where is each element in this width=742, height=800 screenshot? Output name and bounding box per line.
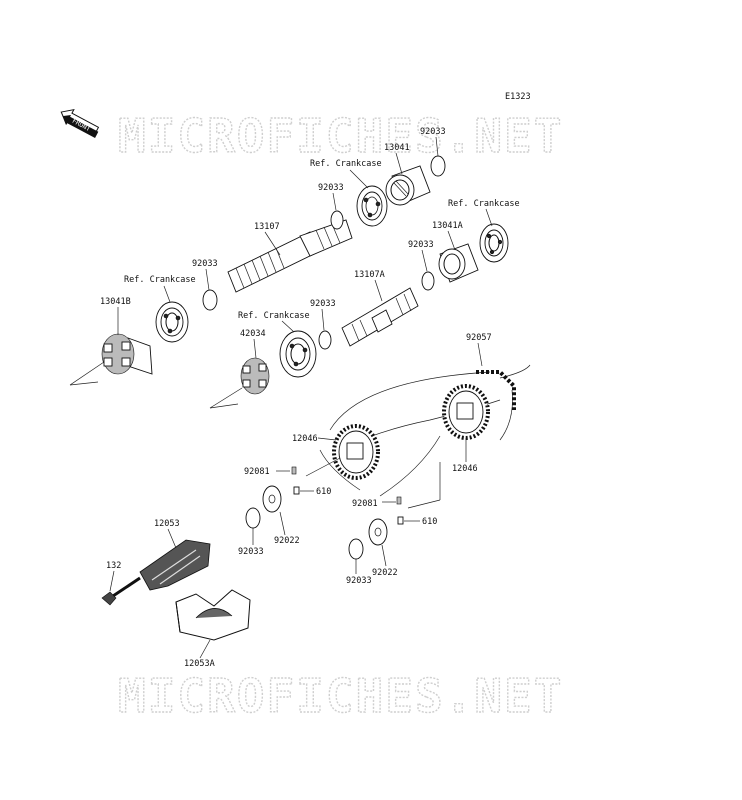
ring-92033-top xyxy=(430,155,446,177)
label-ref-crankcase-1: Ref. Crankcase xyxy=(310,159,382,169)
label-42034: 42034 xyxy=(240,329,266,339)
label-ref-crankcase-2: Ref. Crankcase xyxy=(448,199,520,209)
sleeve-13041a xyxy=(438,243,479,283)
label-13041a: 13041A xyxy=(432,221,463,231)
bearing-middle xyxy=(279,330,317,378)
pin-92081-left xyxy=(291,466,297,475)
shaft-13107a xyxy=(341,287,419,347)
label-92033-c: 92033 xyxy=(192,259,218,269)
watermark-top: MICROFICHES.NET xyxy=(118,109,563,163)
label-13107a: 13107A xyxy=(354,270,385,280)
front-arrow-icon: FRONT xyxy=(60,109,100,138)
label-92033-d: 92033 xyxy=(310,299,336,309)
bearing-left-upper xyxy=(155,301,189,343)
label-92033-f: 92033 xyxy=(346,576,372,586)
label-92081-right: 92081 xyxy=(352,499,378,509)
hub-42034 xyxy=(240,357,270,395)
label-ref-crankcase-3: Ref. Crankcase xyxy=(124,275,196,285)
label-92033-b: 92033 xyxy=(408,240,434,250)
label-12046-right: 12046 xyxy=(452,464,478,474)
label-92033-a: 92033 xyxy=(318,183,344,193)
ring-92033-f xyxy=(348,538,364,560)
bearing-right xyxy=(479,223,509,263)
guide-12053a xyxy=(175,589,251,641)
label-132: 132 xyxy=(106,561,121,571)
label-92033-e: 92033 xyxy=(238,547,264,557)
label-12053: 12053 xyxy=(154,519,180,529)
label-610-left: 610 xyxy=(316,487,331,497)
label-13041b: 13041B xyxy=(100,297,131,307)
sleeve-13041 xyxy=(385,165,431,206)
label-12053a: 12053A xyxy=(184,659,215,669)
ring-92033-e xyxy=(245,507,261,529)
label-13041: 13041 xyxy=(384,143,410,153)
label-92033-top: 92033 xyxy=(420,127,446,137)
diagram-code: E1323 xyxy=(505,92,531,102)
label-610-right: 610 xyxy=(422,517,437,527)
hub-13041b xyxy=(101,333,153,375)
pin-610-right xyxy=(397,516,404,525)
label-92081-left: 92081 xyxy=(244,467,270,477)
ring-92033-c xyxy=(202,289,218,311)
sprocket-12046-right xyxy=(442,384,490,440)
shaft-13107 xyxy=(227,219,353,293)
pin-610-left xyxy=(293,486,300,495)
pin-92081-right xyxy=(396,496,402,505)
sprocket-12046-left xyxy=(332,424,380,480)
label-92022-right: 92022 xyxy=(372,568,398,578)
bearing-upper-right xyxy=(356,185,388,227)
guide-12053 xyxy=(139,539,211,591)
bolt-132 xyxy=(101,576,141,606)
label-92022-left: 92022 xyxy=(274,536,300,546)
ring-92033-a xyxy=(330,210,344,230)
label-ref-crankcase-4: Ref. Crankcase xyxy=(238,311,310,321)
ring-92033-d xyxy=(318,330,332,350)
label-12046-left: 12046 xyxy=(292,434,318,444)
watermark-bottom: MICROFICHES.NET xyxy=(118,669,563,723)
label-92057: 92057 xyxy=(466,333,492,343)
ring-92033-b xyxy=(421,271,435,291)
label-13107: 13107 xyxy=(254,222,280,232)
